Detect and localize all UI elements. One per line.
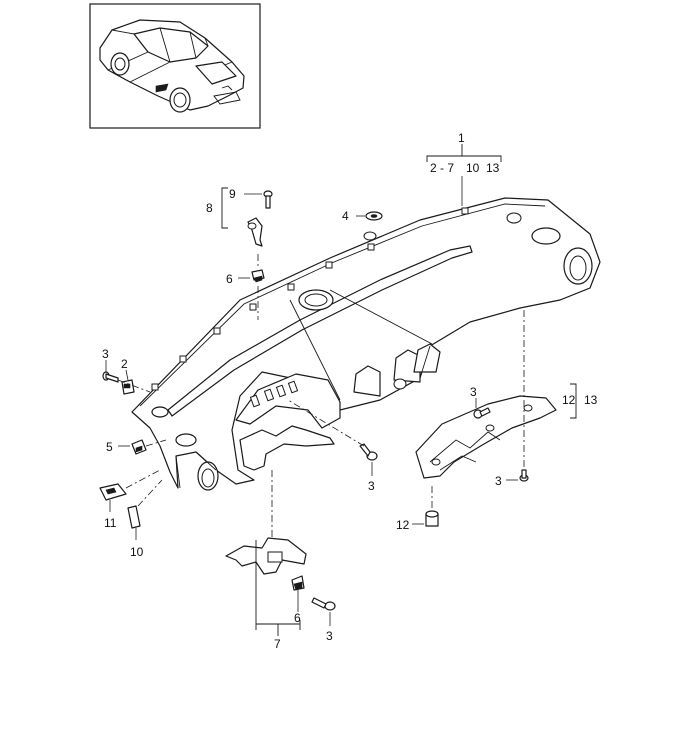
callout-12-right: 12 xyxy=(562,393,576,407)
screw-part-lower xyxy=(311,597,336,626)
callout-3-right-upper: 3 xyxy=(470,385,477,399)
callout-8: 8 xyxy=(206,201,213,215)
bracket-12-13 xyxy=(570,383,577,419)
trim-strip-part xyxy=(127,479,163,540)
callout-1-13: 13 xyxy=(486,161,500,175)
screw-part-right-upper xyxy=(473,398,491,419)
callout-11: 11 xyxy=(104,516,117,530)
support-bracket-right xyxy=(415,310,557,479)
screw-part-left xyxy=(102,360,151,393)
callout-13: 13 xyxy=(584,393,598,407)
dashboard-panel xyxy=(131,197,601,491)
screw-part-center xyxy=(287,399,378,476)
callout-6-lower: 6 xyxy=(294,611,301,625)
bracket-part xyxy=(247,217,263,247)
callout-5: 5 xyxy=(106,440,113,454)
clip-nut-part xyxy=(356,211,383,221)
callout-3-right-lower: 3 xyxy=(495,474,502,488)
callout-12-grommet: 12 xyxy=(396,518,410,532)
callout-1-10: 10 xyxy=(466,161,480,175)
bracket-8 xyxy=(221,187,228,229)
callout-10: 10 xyxy=(130,545,144,559)
grommet-part xyxy=(412,486,439,527)
vehicle-thumbnail xyxy=(89,3,261,129)
callout-7: 7 xyxy=(274,637,281,651)
bracket-1 xyxy=(426,144,502,162)
screw-part-right-lower xyxy=(506,469,529,482)
callout-1-range: 2 - 7 xyxy=(430,161,454,175)
callout-9: 9 xyxy=(229,187,236,201)
clip-part-lower-left xyxy=(118,439,167,455)
callout-1: 1 xyxy=(458,131,465,145)
callout-6-upper: 6 xyxy=(226,272,233,286)
clip-part-upper xyxy=(238,254,265,320)
bracket-screw-part xyxy=(244,190,273,209)
clip-part-11 xyxy=(99,469,161,512)
callout-4: 4 xyxy=(342,209,349,223)
callout-3-lower: 3 xyxy=(326,629,333,643)
lower-bracket-part xyxy=(225,470,307,575)
callout-3-center: 3 xyxy=(368,479,375,493)
bracket-7 xyxy=(255,540,301,636)
callout-2: 2 xyxy=(121,357,128,371)
callout-3-left: 3 xyxy=(102,347,109,361)
clip-part-lower xyxy=(291,575,305,612)
